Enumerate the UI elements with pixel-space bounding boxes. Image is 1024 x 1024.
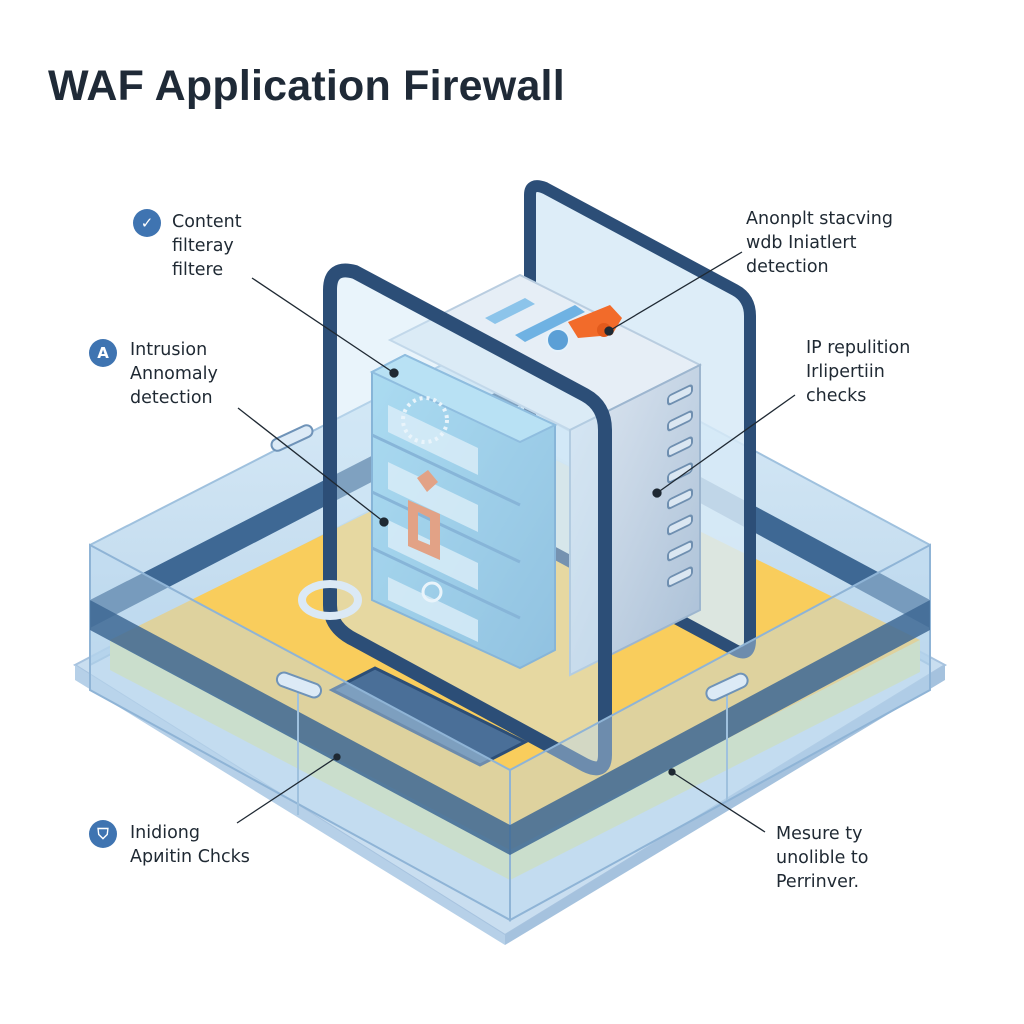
- cable-loop: [298, 580, 362, 620]
- portal-frame-front: [298, 263, 612, 776]
- check-icon: ✓: [133, 209, 161, 237]
- callout-line: Apиitin Chcks: [130, 847, 250, 867]
- callout-ip-reputation: IP repulition Irlipertiin checks: [806, 336, 910, 408]
- page-title: WAF Application Firewall: [48, 62, 565, 110]
- callout-line: Annomaly: [130, 364, 218, 384]
- callout-line: checks: [806, 386, 867, 406]
- callout-application-checks: Inidiong Apиitin Chcks: [130, 821, 250, 869]
- callout-line: unolible to: [776, 848, 869, 868]
- callout-line: Inidiong: [130, 823, 200, 843]
- firewall-alert-icon: [408, 470, 440, 560]
- callout-line: IP repulition: [806, 338, 911, 358]
- floor-stripe-left: [110, 640, 510, 880]
- leader-content-filtering: [251, 277, 395, 374]
- callout-line: detection: [746, 257, 829, 277]
- callout-line: Intrusion: [130, 340, 208, 360]
- frame-foot-plate: [328, 666, 529, 767]
- shield-icon: ⛉: [89, 820, 117, 848]
- callout-line: Anonplt stacving: [746, 209, 893, 229]
- leader-intrusion-anomaly: [237, 407, 385, 523]
- callout-line: wdb Iniatlert: [746, 233, 857, 253]
- callout-line: Content: [172, 212, 242, 232]
- callout-line: Perrinver.: [776, 872, 860, 892]
- front-stripe-left: [90, 600, 510, 855]
- callout-line: detection: [130, 388, 213, 408]
- callout-content-filtering: Content filteray filtere: [172, 210, 242, 282]
- callout-line: Irlipertiin: [806, 362, 885, 382]
- clip-back: [270, 424, 314, 452]
- leader-application-checks: [236, 756, 338, 824]
- leader-ip-reputation: [656, 394, 796, 494]
- gear-icon: [546, 328, 570, 352]
- leader-measure-perimeter: [671, 771, 766, 833]
- front-stripe-right: [510, 600, 930, 855]
- leader-anomaly-stacking: [608, 251, 743, 332]
- callout-anomaly-stacking: Anonplt stacving wdb Iniatlert detection: [746, 207, 893, 279]
- floor-stripe-right: [510, 640, 920, 880]
- callout-line: filteray: [172, 236, 234, 256]
- callout-line: Mesure ty: [776, 824, 863, 844]
- letter-a-icon: A: [89, 339, 117, 367]
- clip-left: [275, 671, 323, 699]
- bug-cluster-icon: [421, 581, 443, 603]
- clip-right: [705, 672, 749, 702]
- callout-measure-perimeter: Mesure ty unolible to Perrinver.: [776, 822, 868, 894]
- glass-tank-front: [89, 424, 931, 922]
- callout-intrusion-anomaly: Intrusion Annomaly detection: [130, 338, 218, 410]
- callout-line: filtere: [172, 260, 224, 280]
- network-cluster-icon: [401, 396, 449, 444]
- server-blue-stack: [369, 353, 558, 670]
- leader-lines: [236, 251, 796, 833]
- drive-slots: [667, 384, 693, 588]
